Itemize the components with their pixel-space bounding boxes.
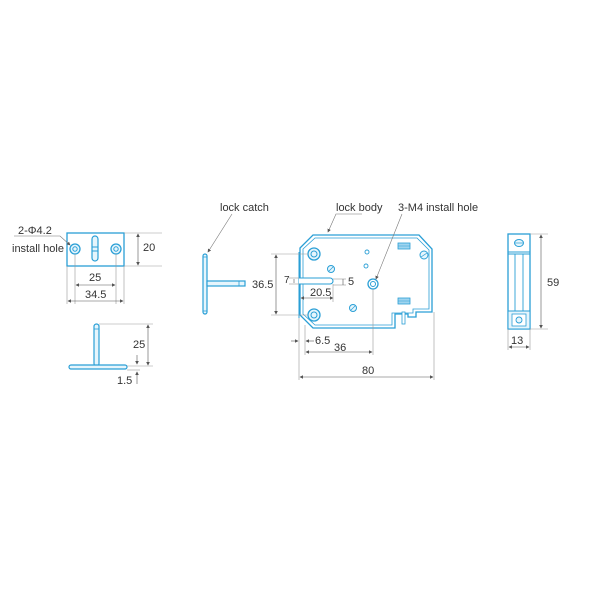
lock-side-view [507, 233, 531, 330]
catch-hole-spec: 2-Φ4.2 [18, 225, 52, 237]
dim-side-thickness: 1.5 [117, 375, 133, 387]
dim-edge: 6.5 [315, 335, 331, 347]
dim-side-height: 25 [133, 339, 146, 351]
catch-hole-label: install hole [12, 243, 64, 255]
lock-body-label: lock body [336, 202, 383, 214]
dim-catch-width: 34.5 [85, 289, 107, 301]
dim-catch-height: 20 [143, 242, 156, 254]
lock-hole-label: 3-M4 install hole [398, 202, 479, 214]
dim-side-view-height: 59 [547, 277, 560, 289]
dim-lock-height: 36.5 [252, 279, 274, 291]
lock-catch-label: lock catch [220, 202, 269, 214]
catch-plate-front [66, 232, 125, 267]
dim-hole-x: 36 [334, 342, 347, 354]
dim-slot-offset: 5 [348, 276, 355, 288]
dim-slot-depth: 20.5 [310, 287, 332, 299]
dim-catch-hole-spacing: 25 [89, 272, 102, 284]
lock-catch-drawing [202, 253, 246, 315]
lock-body-drawing [298, 234, 433, 329]
dim-slot-width: 7 [284, 275, 290, 286]
catch-side-view [68, 323, 128, 370]
dim-side-view-width: 13 [511, 335, 524, 347]
dim-lock-width: 80 [362, 365, 375, 377]
